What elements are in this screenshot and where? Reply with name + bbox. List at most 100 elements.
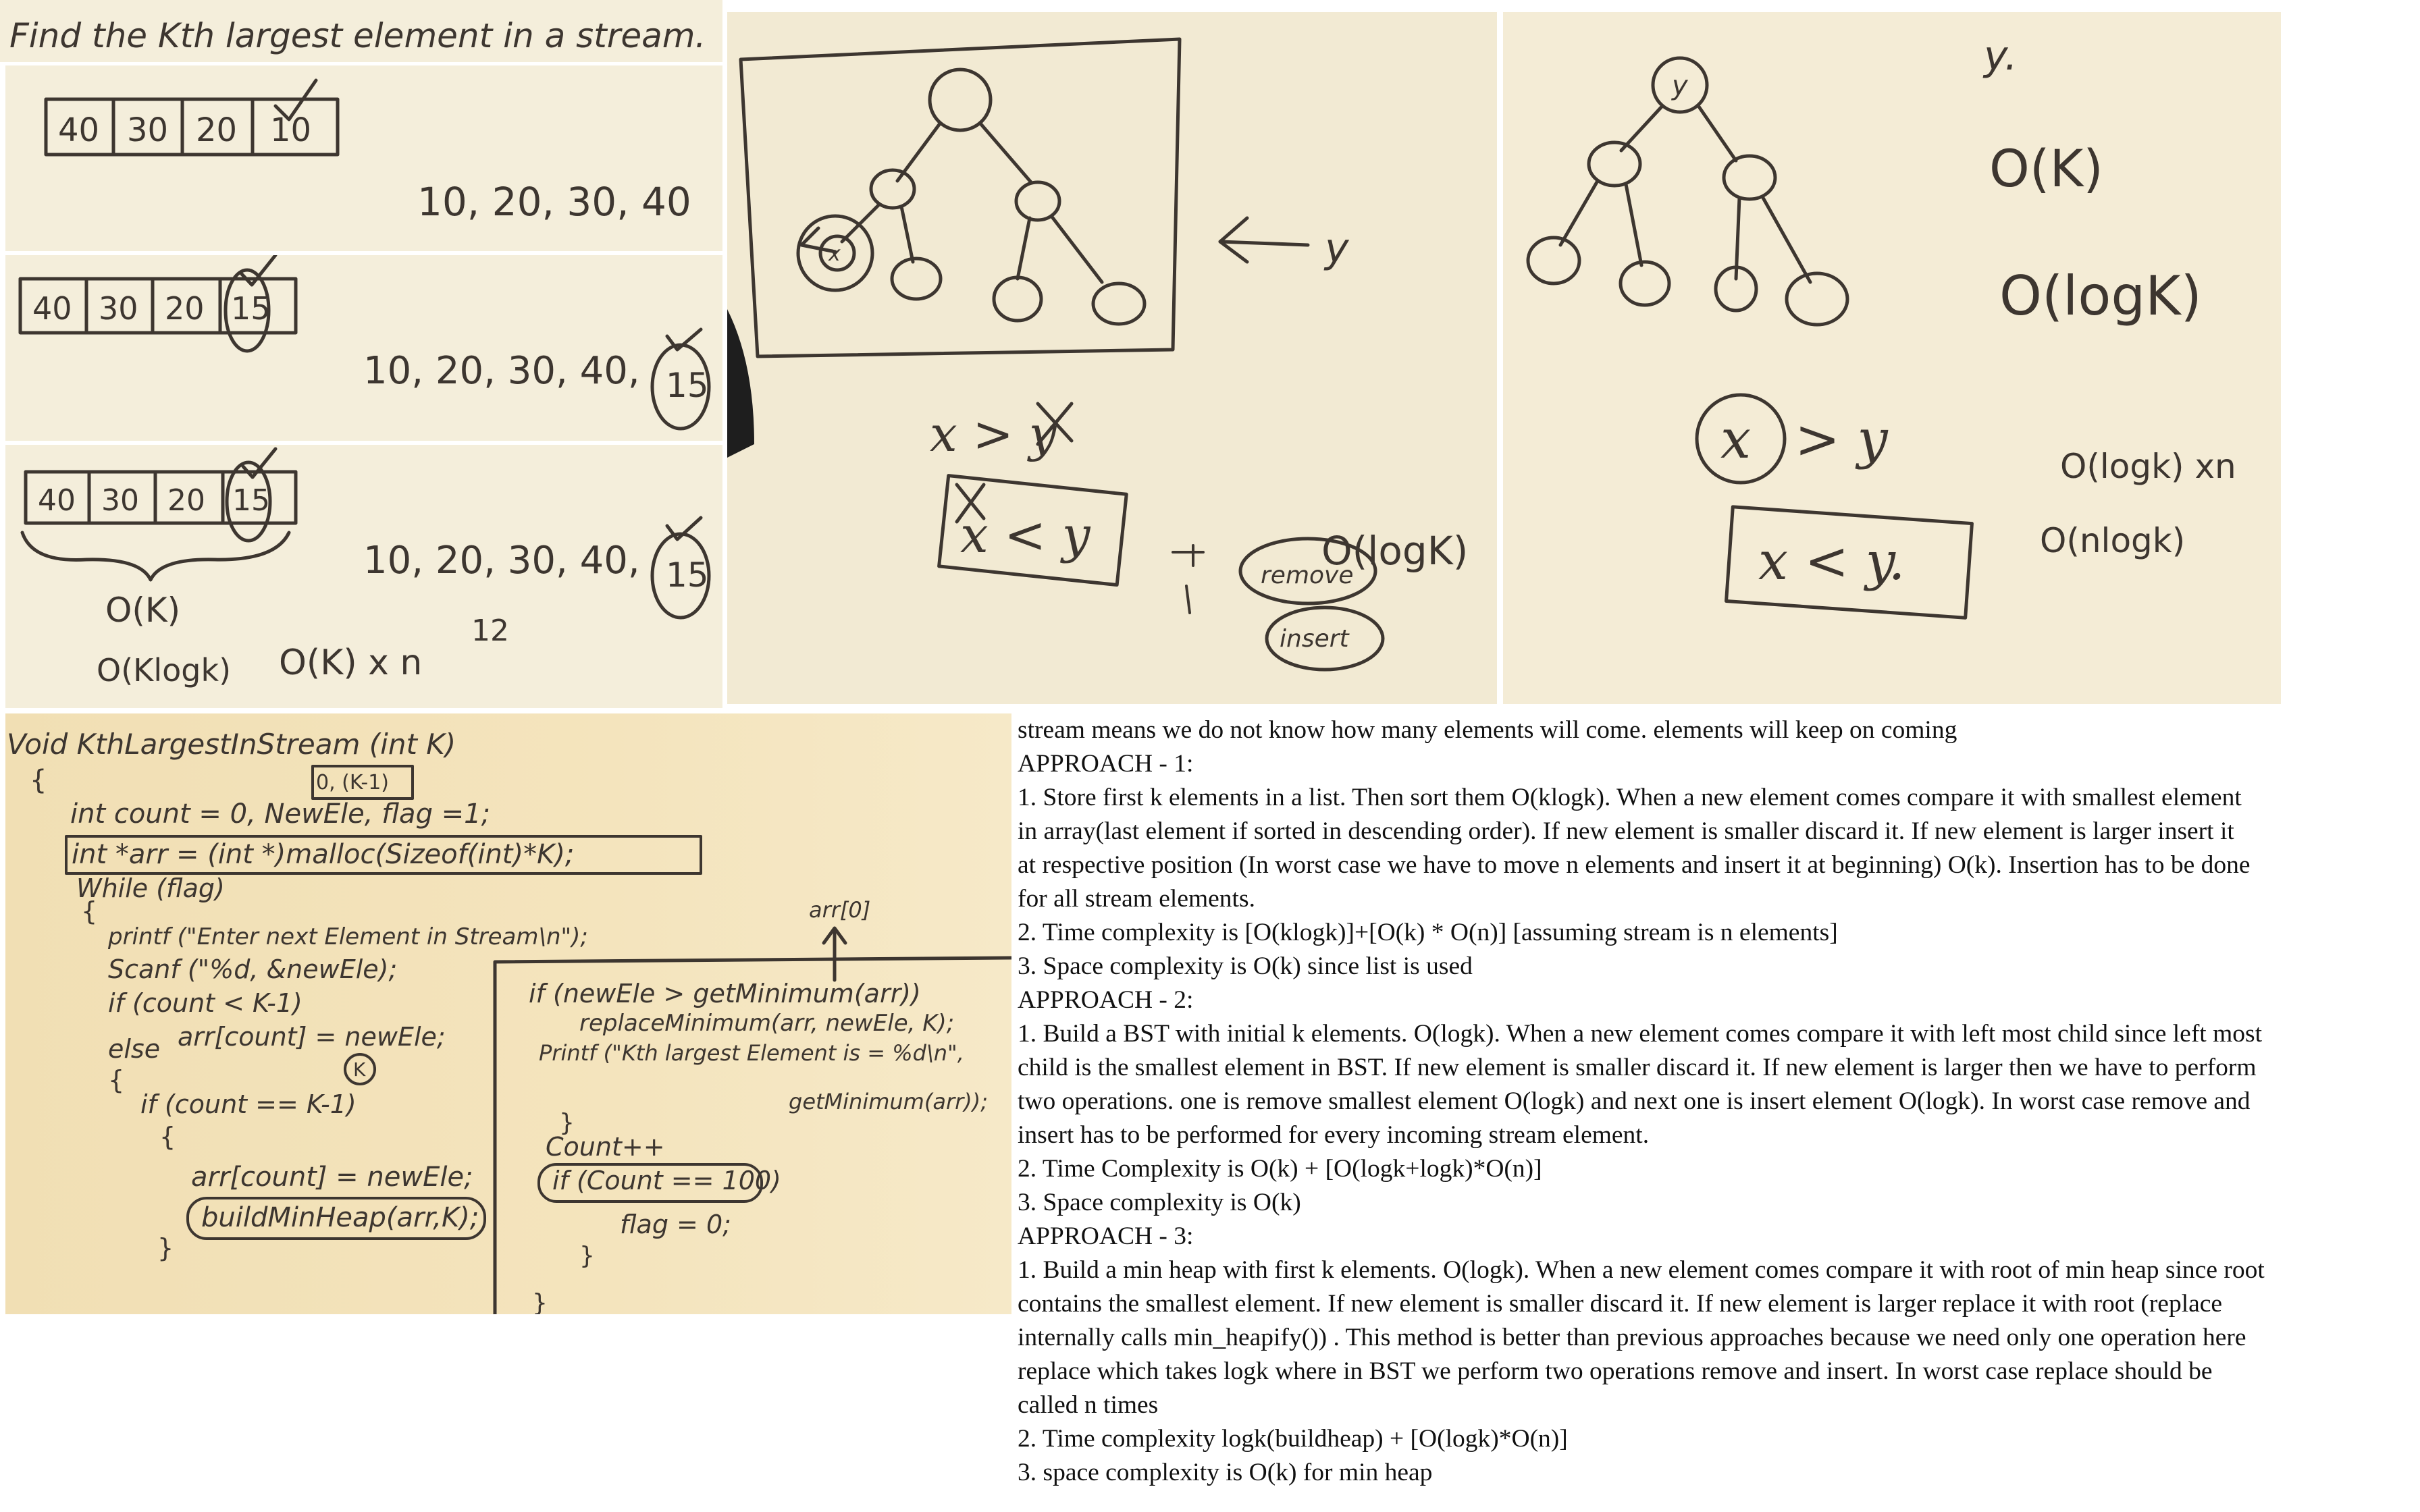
notes-line: at respective position (In worst case we…: [1018, 851, 2251, 879]
array-2-cell: 20: [165, 290, 205, 327]
heap-c3: O(logk) xn: [2060, 447, 2236, 486]
check-mark-icon: [665, 327, 703, 352]
tree-node: [1785, 271, 1849, 327]
array-1-svg: 40 30 20 10 10, 20, 30, 40: [44, 78, 691, 225]
code-line: buildMinHeap(arr,K);: [201, 1202, 479, 1233]
brace-icon: [20, 531, 291, 582]
bst-panel: x y x > y x < y O(logK) remove insert: [727, 12, 1497, 704]
notes-line: 2. Time complexity is [O(klogk)]+[O(k) *…: [1018, 919, 1838, 946]
check-mark-icon: [799, 226, 837, 254]
title-panel: Find the Kth largest element in a stream…: [0, 0, 722, 62]
notes-line: APPROACH - 2:: [1018, 986, 1194, 1014]
code-line: While (flag): [76, 873, 225, 903]
arrow-up-icon: [822, 926, 847, 982]
heap-root-label: y: [1671, 70, 1689, 101]
array-3-cell: 20: [167, 483, 205, 518]
stream-2-circled: 15: [666, 366, 709, 405]
code-box: [186, 1197, 486, 1240]
code-line: }: [157, 1233, 174, 1263]
tree-node: [1526, 236, 1581, 286]
notes-line: internally calls min_heapify()) . This m…: [1018, 1324, 2246, 1351]
cross-icon: [1036, 402, 1074, 446]
tree-edge: [899, 205, 915, 264]
code-annotation: 0, (K-1): [316, 771, 389, 794]
heap-svg: y y. O(K) O(logK) x > y x < y. O(logk) x…: [1526, 32, 2236, 620]
cost-label-2: O(Klogk): [97, 652, 231, 688]
compare-box: [937, 474, 1128, 587]
stream-3-text: 10, 20, 30, 40,: [363, 539, 640, 583]
code-right-line: }: [532, 1289, 548, 1314]
tree-edge: [1624, 182, 1643, 267]
tree-node: [1714, 265, 1758, 313]
bst-frame: [739, 37, 1182, 358]
code-line: int *arr = (int *)malloc(Sizeof(int)*K);: [72, 839, 574, 870]
code-right-line: }: [579, 1242, 595, 1270]
code-line: Void KthLargestInStream (int K): [7, 728, 456, 761]
tree-edge: [1558, 179, 1600, 247]
code-line: arr[count] = newEle;: [191, 1162, 473, 1193]
arrow-left-icon: [1218, 216, 1249, 264]
bst-svg: x y x > y x < y O(logK) remove insert: [727, 37, 1468, 672]
array-1-box: [44, 97, 340, 157]
notes-line: 1. Build a BST with initial k elements. …: [1018, 1020, 2263, 1048]
notes-line: 1. Store first k elements in a list. The…: [1018, 784, 2242, 811]
code-line: printf ("Enter next Element in Stream\n"…: [107, 923, 588, 950]
array-3-svg: 40 30 20 15 10, 20, 30, 40, 15 12 O(K) O…: [20, 447, 711, 688]
circle-highlight: [225, 460, 272, 543]
heap-c4: O(nlogk): [2040, 521, 2185, 560]
code-line: {: [159, 1122, 176, 1152]
notes-line: in array(last element if sorted in desce…: [1018, 817, 2234, 845]
tree-node: [992, 275, 1043, 323]
notes-line: 1. Build a min heap with first k element…: [1018, 1256, 2265, 1284]
code-right-line: Printf ("Kth largest Element is = %d\n",: [539, 1040, 964, 1066]
code-line: if (count == K-1): [140, 1089, 357, 1119]
tree-node: [1619, 260, 1671, 307]
code-right-line: replaceMinimum(arr, newEle, K);: [579, 1010, 954, 1037]
notes-line: APPROACH - 1:: [1018, 750, 1194, 778]
code-box: [311, 765, 414, 800]
circle-highlight: [1695, 393, 1787, 485]
notes-line: 2. Time Complexity is O(k) + [O(logk+log…: [1018, 1155, 1542, 1183]
heap-compare-rest: > y: [1795, 408, 1889, 470]
tree-node: [818, 234, 856, 272]
stream-2-text: 10, 20, 30, 40,: [363, 349, 640, 393]
array-2-box: [18, 277, 298, 335]
array-1-cell: 40: [58, 111, 99, 149]
notes-line: 3. Space complexity is O(k) since list i…: [1018, 952, 1473, 980]
tree-edge: [840, 202, 881, 244]
notes-line: insert has to be performed for every inc…: [1018, 1121, 1650, 1149]
extra-value: 12: [471, 614, 509, 648]
code-right-line: }: [559, 1109, 575, 1137]
notes-line: 2. Time complexity logk(buildheap) + [O(…: [1018, 1425, 1568, 1453]
notes-text-block: stream means we do not know how many ele…: [1018, 713, 2415, 1490]
tree-node: [1091, 281, 1147, 326]
circle-highlight: [223, 268, 271, 353]
array-1-cell: 30: [127, 111, 168, 149]
check-mark-icon: [273, 78, 318, 122]
code-line: if (count < K-1): [108, 988, 302, 1018]
cost-label-3: O(K) x n: [279, 643, 422, 683]
heap-panel: y y. O(K) O(logK) x > y x < y. O(logk) x…: [1503, 12, 2281, 704]
marker-shadow: [727, 309, 754, 458]
tree-edge: [1761, 196, 1812, 284]
code-right-line: if (newEle > getMinimum(arr)): [529, 979, 921, 1008]
title-text: Find the Kth largest element in a stream…: [9, 16, 706, 55]
insert-label: insert: [1280, 625, 1350, 653]
tree-node: [869, 168, 916, 210]
tree-node: [1587, 140, 1642, 188]
stream-3-circled: 15: [666, 556, 709, 595]
code-line: arr[count] = newEle;: [178, 1022, 446, 1052]
array-2-svg: 40 30 20 15 10, 20, 30, 40, 15: [18, 255, 711, 431]
notes-line: two operations. one is remove smallest e…: [1018, 1087, 2251, 1115]
code-svg: Void KthLargestInStream (int K) { int co…: [7, 728, 1011, 1314]
tree-node: [1014, 180, 1061, 222]
heap-compare-2: x < y.: [1758, 531, 1905, 592]
tree-node: [796, 214, 874, 292]
circle-highlight: [1238, 537, 1377, 605]
stream-1-text: 10, 20, 30, 40: [417, 179, 691, 225]
tree-edge: [1016, 216, 1032, 281]
title-svg: Find the Kth largest element in a stream…: [9, 16, 706, 55]
code-right-line: Count++: [546, 1132, 665, 1162]
code-panel: Void KthLargestInStream (int K) { int co…: [5, 713, 1011, 1314]
code-right-line: flag = 0;: [620, 1210, 731, 1239]
